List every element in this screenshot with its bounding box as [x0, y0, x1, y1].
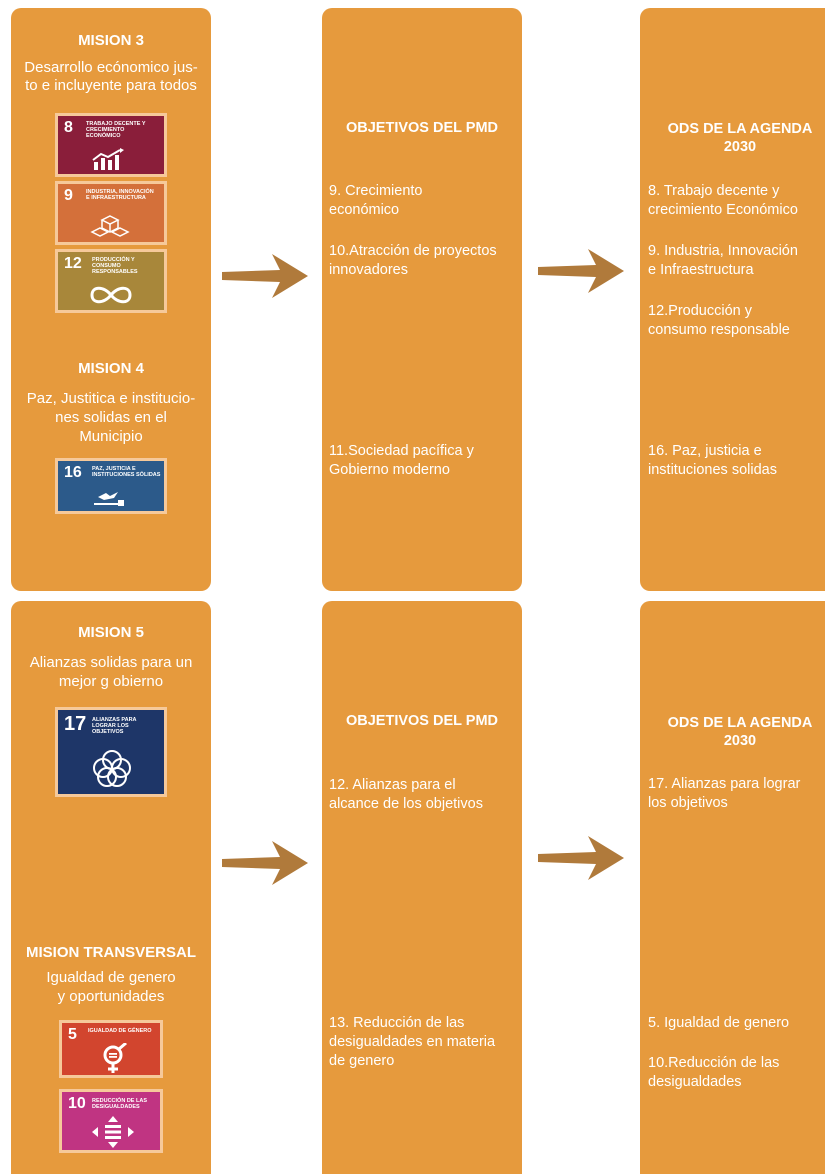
- mision-transversal-desc-line1: Igualdad de genero: [46, 969, 176, 986]
- arrow-right-icon: [222, 254, 308, 298]
- sdg-12-badge: 12 PRODUCCIÓN Y CONSUMO RESPONSABLES: [55, 249, 167, 313]
- ods-8-line1: 8. Trabajo decente y: [648, 183, 780, 199]
- mision-5-title: MISION 5: [78, 624, 144, 641]
- ods-heading-top-line2: 2030: [723, 139, 757, 155]
- sdg-16-number: 16: [64, 464, 82, 481]
- sdg-16-badge: 16 PAZ, JUSTICIA E INSTITUCIONES SÓLIDAS: [55, 458, 167, 514]
- sdg-10-label: REDUCCIÓN DE LAS DESIGUALDADES: [92, 1098, 148, 1110]
- growth-chart-icon: [92, 148, 124, 170]
- ods-9-line2: e Infraestructura: [648, 262, 754, 278]
- infinity-icon: [90, 286, 132, 304]
- ods-panel-top: [640, 8, 825, 591]
- objetivo-11-line2: Gobierno moderno: [329, 462, 450, 478]
- sdg-9-label: INDUSTRIA, INNOVACIÓN E INFRAESTRUCTURA: [86, 189, 154, 201]
- ods-17-line1: 17. Alianzas para lograr: [648, 776, 801, 792]
- mision-transversal-desc-line2: y oportunidades: [57, 988, 165, 1005]
- objetivo-9-line2: económico: [329, 202, 400, 218]
- arrow-right-icon: [538, 249, 624, 293]
- sdg-12-number: 12: [64, 255, 82, 272]
- objetivo-10-line1: 10.Atracción de proyectos: [329, 243, 497, 259]
- objetivos-panel-bottom: [322, 601, 522, 1174]
- ods-heading-bottom-line2: 2030: [723, 733, 757, 749]
- objetivos-heading-top: OBJETIVOS DEL PMD: [345, 120, 498, 136]
- mision-3-desc-line2: to e incluyente para todos: [25, 77, 197, 94]
- dove-gavel-icon: [94, 492, 124, 506]
- mision-4-desc-line3: Municipio: [79, 428, 143, 445]
- ods-10-line2: desigualdades: [648, 1074, 742, 1090]
- objetivos-panel-top: [322, 8, 522, 591]
- mision-5-desc-line2: mejor g obierno: [58, 673, 164, 690]
- ods-16-line2: instituciones solidas: [648, 462, 777, 478]
- ods-panel-bottom: [640, 601, 825, 1174]
- sdg-5-label: IGUALDAD DE GÉNERO: [88, 1028, 152, 1034]
- sdg-9-badge: 9 INDUSTRIA, INNOVACIÓN E INFRAESTRUCTUR…: [55, 181, 167, 245]
- objetivos-heading-bottom: OBJETIVOS DEL PMD: [345, 713, 498, 729]
- sdg-5-number: 5: [68, 1026, 77, 1043]
- sdg-5-badge: 5 IGUALDAD DE GÉNERO: [59, 1020, 163, 1078]
- mision-transversal-title: MISION TRANSVERSAL: [25, 944, 196, 961]
- ods-17-line2: los objetivos: [648, 795, 728, 811]
- objetivo-13-line1: 13. Reducción de las: [329, 1015, 465, 1031]
- mision-4-title: MISION 4: [78, 360, 144, 377]
- ods-8-line2: crecimiento Económico: [648, 202, 798, 218]
- objetivo-13-line3: de genero: [329, 1053, 395, 1069]
- sdg-16-label: PAZ, JUSTICIA E INSTITUCIONES SÓLIDAS: [92, 466, 161, 478]
- objetivo-9-line1: 9. Crecimiento: [329, 183, 423, 199]
- objetivo-10-line2: innovadores: [329, 262, 408, 278]
- rings-icon: [93, 750, 131, 787]
- sdg-17-number: 17: [64, 713, 87, 735]
- objetivo-11-line1: 11.Sociedad pacífica y: [329, 443, 474, 459]
- ods-heading-top-line1: ODS DE LA AGENDA: [667, 121, 813, 137]
- sdg-12-label: PRODUCCIÓN Y CONSUMO RESPONSABLES: [92, 257, 138, 275]
- ods-5-line1: 5. Igualdad de genero: [648, 1015, 790, 1031]
- gender-equality-icon: [103, 1043, 127, 1073]
- mision-3-desc-line1: Desarrollo ecónomico jus-: [24, 59, 198, 76]
- ods-16-line1: 16. Paz, justicia e: [648, 443, 762, 459]
- mision-panel-bottom: [11, 601, 211, 1174]
- sdg-8-number: 8: [64, 119, 73, 136]
- sdg-17-badge: 17 ALIANZAS PARA LOGRAR LOS OBJETIVOS: [55, 707, 167, 797]
- equals-arrows-icon: [92, 1116, 134, 1148]
- sdg-10-badge: 10 REDUCCIÓN DE LAS DESIGUALDADES: [59, 1089, 163, 1153]
- mision-3-title: MISION 3: [78, 32, 144, 49]
- ods-10-line1: 10.Reducción de las: [648, 1055, 780, 1071]
- ods-9-line1: 9. Industria, Innovación: [648, 243, 798, 259]
- ods-heading-bottom-line1: ODS DE LA AGENDA: [667, 715, 813, 731]
- objetivo-12-line2: alcance de los objetivos: [329, 796, 483, 812]
- sdg-17-label: ALIANZAS PARA LOGRAR LOS OBJETIVOS: [92, 717, 137, 735]
- objetivo-12-line1: 12. Alianzas para el: [329, 777, 456, 793]
- mision-4-desc-line1: Paz, Justitica e institucio-: [26, 390, 196, 407]
- sdg-8-label: TRABAJO DECENTE Y CRECIMIENTO ECONÓMICO: [86, 121, 146, 139]
- mision-5-desc-line1: Alianzas solidas para un: [29, 654, 193, 671]
- cubes-icon: [90, 215, 130, 237]
- ods-12-line1: 12.Producción y: [648, 303, 752, 319]
- arrow-right-icon: [222, 841, 308, 885]
- arrow-right-icon: [538, 836, 624, 880]
- ods-12-line2: consumo responsable: [648, 322, 790, 338]
- sdg-9-number: 9: [64, 187, 73, 204]
- sdg-8-badge: 8 TRABAJO DECENTE Y CRECIMIENTO ECONÓMIC…: [55, 113, 167, 177]
- mision-4-desc-line2: nes solidas en el: [55, 409, 167, 426]
- sdg-10-number: 10: [68, 1095, 86, 1112]
- objetivo-13-line2: desigualdades en materia: [329, 1034, 496, 1050]
